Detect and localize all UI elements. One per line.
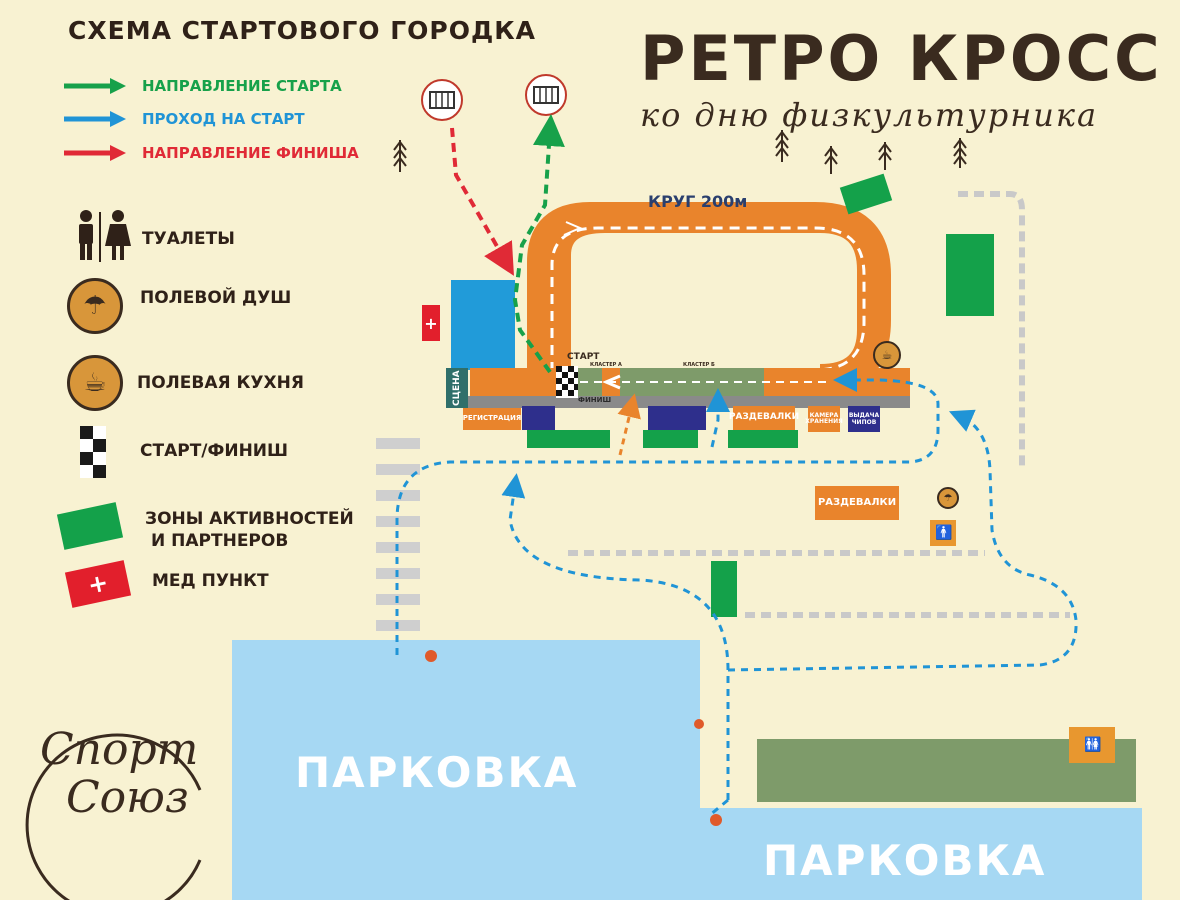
changing-rooms-label: РАЗДЕВАЛКИ xyxy=(729,406,799,430)
map-shower-icon: ☂ xyxy=(937,487,959,509)
road-gray xyxy=(446,396,910,408)
straight-orange-left xyxy=(470,368,556,396)
parking-label-1: ПАРКОВКА xyxy=(295,748,579,797)
gate-icon-1 xyxy=(421,79,463,121)
track-checkered-flag-icon xyxy=(556,366,578,398)
legend-start-direction: НАПРАВЛЕНИЕ СТАРТА xyxy=(142,77,342,95)
track-oval xyxy=(549,211,879,386)
legend-start-passage: ПРОХОД НА СТАРТ xyxy=(142,110,305,128)
legend-arrow-blue xyxy=(64,111,126,127)
gate-icon-2 xyxy=(525,74,567,116)
navy-block-2 xyxy=(648,406,706,430)
track-outer xyxy=(527,202,891,396)
event-subtitle: ко дню физкультурника xyxy=(640,96,1099,134)
map-med-icon: + xyxy=(422,305,440,341)
activity-zones-map xyxy=(527,173,994,617)
track-length-label: КРУГ 200м xyxy=(648,192,748,211)
finish-direction-path xyxy=(450,127,514,276)
logo-line1: Спорт xyxy=(40,724,199,775)
straight-orange-right xyxy=(764,368,910,396)
legend-activity-zones: ЗОНЫ АКТИВНОСТЕЙ И ПАРТНЕРОВ xyxy=(145,508,354,552)
legend-checkered-flag-icon xyxy=(80,426,106,478)
parking-label-2: ПАРКОВКА xyxy=(763,836,1047,885)
legend-toilets: ТУАЛЕТЫ xyxy=(142,229,235,249)
storage-label: КАМЕРА ХРАНЕНИЯ xyxy=(805,406,843,432)
legend-arrow-green xyxy=(64,78,126,94)
chips-label: ВЫДАЧА ЧИПОВ xyxy=(848,406,880,432)
legend-activity-zones-line2: И ПАРТНЕРОВ xyxy=(151,531,289,552)
storage-label-line2: ХРАНЕНИЯ xyxy=(805,418,843,425)
entry-points xyxy=(425,650,722,826)
logo-ring xyxy=(25,733,202,900)
trees xyxy=(393,130,967,174)
registration-label: РЕГИСТРАЦИЯ xyxy=(463,408,521,430)
fence-lines xyxy=(568,191,1070,618)
legend-med-point: МЕД ПУНКТ xyxy=(152,571,269,591)
map-toilet-icon-1: 🚹 xyxy=(930,520,956,546)
start-direction-path xyxy=(512,114,565,374)
legend-field-kitchen: ПОЛЕВАЯ КУХНЯ xyxy=(137,373,304,393)
legend-activity-zones-line1: ЗОНЫ АКТИВНОСТЕЙ xyxy=(145,509,354,529)
start-passage-paths xyxy=(395,368,1078,817)
stage-block xyxy=(451,280,515,370)
legend-arrow-red xyxy=(64,145,126,161)
legend-kitchen-icon: ☕ xyxy=(67,355,123,411)
parking-areas xyxy=(232,640,1142,900)
chips-label-line2: ЧИПОВ xyxy=(851,419,877,426)
event-title: РЕТРО КРОСС xyxy=(640,22,1163,95)
changing-rooms-2-label: РАЗДЕВАЛКИ xyxy=(815,486,899,520)
map-kitchen-icon: ☕ xyxy=(873,341,901,369)
finish-label: ФИНИШ xyxy=(578,396,612,404)
storage-label-line1: КАМЕРА xyxy=(809,411,839,419)
start-label: СТАРТ xyxy=(567,352,600,362)
legend-start-finish: СТАРТ/ФИНИШ xyxy=(140,441,289,461)
legend-shower-icon: ☂ xyxy=(67,278,123,334)
orange-passage-path xyxy=(617,393,641,456)
cluster-a-label: КЛАСТЕР А xyxy=(590,362,622,368)
legend-toilet-icon xyxy=(79,210,131,262)
chips-label-line1: ВЫДАЧА xyxy=(848,412,880,419)
legend-finish-direction: НАПРАВЛЕНИЕ ФИНИША xyxy=(142,144,359,162)
logo-line2: Союз xyxy=(66,772,189,823)
stage-label: СЦЕНА xyxy=(446,368,468,408)
legend-field-shower: ПОЛЕВОЙ ДУШ xyxy=(140,288,292,308)
map-toilet-icon-2: 🚻 xyxy=(1069,727,1115,763)
scheme-title: СХЕМА СТАРТОВОГО ГОРОДКА xyxy=(68,16,537,45)
track-dashes xyxy=(550,226,866,372)
cluster-b-label: КЛАСТЕР Б xyxy=(683,362,715,368)
